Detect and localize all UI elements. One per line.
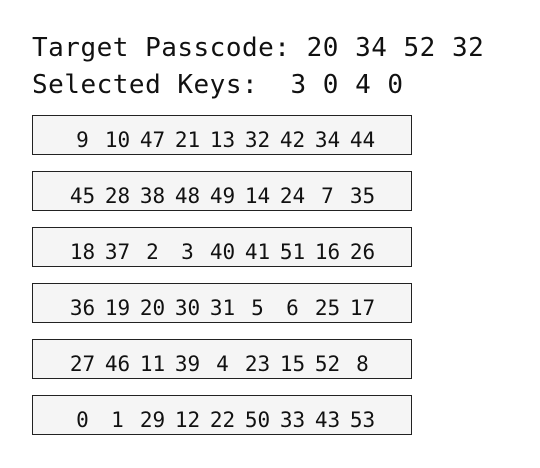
key-button[interactable]: 2: [146, 240, 159, 264]
key-button[interactable]: 23: [244, 352, 271, 376]
key-button[interactable]: 25: [314, 296, 341, 320]
key-button[interactable]: 19: [104, 296, 131, 320]
key-button[interactable]: 35: [349, 184, 376, 208]
key-button[interactable]: 20: [139, 296, 166, 320]
key-button[interactable]: 9: [76, 128, 89, 152]
key-row-1: 45 28 38 48 49 14 24 7 35: [32, 171, 412, 211]
key-button[interactable]: 44: [349, 128, 376, 152]
target-passcode-line: Target Passcode: 20 34 52 32: [32, 32, 484, 64]
key-button[interactable]: 15: [279, 352, 306, 376]
key-button[interactable]: 1: [111, 408, 124, 432]
key-button[interactable]: 53: [349, 408, 376, 432]
key-button[interactable]: 51: [279, 240, 306, 264]
key-button[interactable]: 6: [286, 296, 299, 320]
key-button[interactable]: 41: [244, 240, 271, 264]
key-button[interactable]: 28: [104, 184, 131, 208]
key-button[interactable]: 3: [181, 240, 194, 264]
key-button[interactable]: 45: [69, 184, 96, 208]
key-button[interactable]: 47: [139, 128, 166, 152]
key-button[interactable]: 33: [279, 408, 306, 432]
key-button[interactable]: 32: [244, 128, 271, 152]
key-button[interactable]: 48: [174, 184, 201, 208]
key-button[interactable]: 12: [174, 408, 201, 432]
selected-keys-line: Selected Keys: 3 0 4 0: [32, 69, 404, 101]
key-button[interactable]: 21: [174, 128, 201, 152]
key-button[interactable]: 37: [104, 240, 131, 264]
key-button[interactable]: 16: [314, 240, 341, 264]
selected-keys-value: 3 0 4 0: [290, 70, 404, 100]
key-button[interactable]: 50: [244, 408, 271, 432]
key-button[interactable]: 7: [321, 184, 334, 208]
key-button[interactable]: 30: [174, 296, 201, 320]
key-button[interactable]: 29: [139, 408, 166, 432]
key-button[interactable]: 43: [314, 408, 341, 432]
key-button[interactable]: 46: [104, 352, 131, 376]
key-button[interactable]: 38: [139, 184, 166, 208]
key-button[interactable]: 52: [314, 352, 341, 376]
key-button[interactable]: 27: [69, 352, 96, 376]
key-button[interactable]: 14: [244, 184, 271, 208]
target-passcode-label: Target Passcode:: [32, 33, 291, 63]
key-button[interactable]: 13: [209, 128, 236, 152]
key-button[interactable]: 11: [139, 352, 166, 376]
target-passcode-value: 20 34 52 32: [306, 33, 485, 63]
key-button[interactable]: 18: [69, 240, 96, 264]
key-button[interactable]: 5: [251, 296, 264, 320]
key-button[interactable]: 36: [69, 296, 96, 320]
key-button[interactable]: 8: [356, 352, 369, 376]
key-button[interactable]: 24: [279, 184, 306, 208]
key-button[interactable]: 31: [209, 296, 236, 320]
key-button[interactable]: 40: [209, 240, 236, 264]
key-row-4: 27 46 11 39 4 23 15 52 8: [32, 339, 412, 379]
key-button[interactable]: 39: [174, 352, 201, 376]
key-row-0: 9 10 47 21 13 32 42 34 44: [32, 115, 412, 155]
key-button[interactable]: 22: [209, 408, 236, 432]
key-button[interactable]: 26: [349, 240, 376, 264]
key-button[interactable]: 49: [209, 184, 236, 208]
key-button[interactable]: 42: [279, 128, 306, 152]
key-button[interactable]: 4: [216, 352, 229, 376]
key-button[interactable]: 17: [349, 296, 376, 320]
selected-keys-label: Selected Keys:: [32, 70, 259, 100]
key-button[interactable]: 34: [314, 128, 341, 152]
key-button[interactable]: 10: [104, 128, 131, 152]
key-button[interactable]: 0: [76, 408, 89, 432]
